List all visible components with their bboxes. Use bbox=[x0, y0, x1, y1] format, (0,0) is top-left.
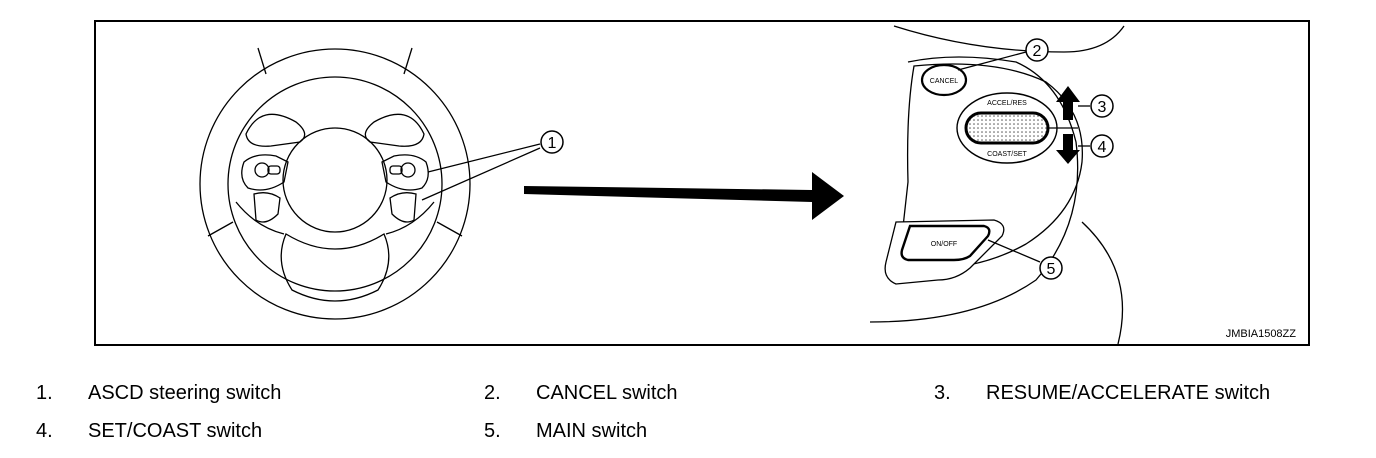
legend-label: MAIN switch bbox=[536, 420, 648, 442]
svg-text:ON/OFF: ON/OFF bbox=[931, 241, 957, 248]
callout-1: 1 bbox=[540, 130, 564, 154]
figure-code: JMBIA1508ZZ bbox=[1225, 328, 1296, 340]
legend-label: ASCD steering switch bbox=[88, 382, 282, 404]
svg-text:3: 3 bbox=[1098, 99, 1107, 116]
svg-text:CANCEL: CANCEL bbox=[930, 78, 959, 85]
svg-text:ACCEL/RES: ACCEL/RES bbox=[987, 100, 1027, 107]
switch-closeup bbox=[869, 25, 1125, 344]
callout-4: 4 bbox=[1090, 134, 1114, 158]
arrow-down-icon bbox=[1056, 134, 1080, 164]
arrow-up-icon bbox=[1056, 86, 1080, 120]
svg-text:5: 5 bbox=[1047, 261, 1056, 278]
legend-number: 2. bbox=[484, 382, 501, 404]
legend-label: CANCEL switch bbox=[536, 382, 678, 404]
cancel-switch: CANCEL bbox=[920, 63, 968, 97]
svg-text:1: 1 bbox=[548, 135, 557, 152]
on-off-switch: ON/OFF bbox=[900, 224, 991, 262]
legend-number: 3. bbox=[934, 382, 951, 404]
callout-3: 3 bbox=[1090, 94, 1114, 118]
accel-coast-switch: ACCEL/RES COAST/SET bbox=[956, 92, 1078, 164]
steering-wheel bbox=[199, 47, 541, 320]
legend-number: 5. bbox=[484, 420, 501, 442]
svg-text:2: 2 bbox=[1033, 43, 1042, 60]
svg-text:4: 4 bbox=[1098, 139, 1107, 156]
arrow-right-icon bbox=[524, 172, 844, 220]
diagram-drawing: 1 CANCEL ACCEL/RES COAST/SET bbox=[199, 25, 1125, 344]
callout-5: 5 bbox=[1039, 256, 1063, 280]
leader-lines bbox=[957, 51, 1090, 263]
callout-2: 2 bbox=[1025, 38, 1049, 62]
legend-label: SET/COAST switch bbox=[88, 420, 263, 442]
diagram-frame: 1 CANCEL ACCEL/RES COAST/SET bbox=[94, 20, 1310, 346]
legend-number: 4. bbox=[36, 420, 53, 442]
svg-text:COAST/SET: COAST/SET bbox=[987, 151, 1027, 158]
legend-label: RESUME/ACCELERATE switch bbox=[986, 382, 1271, 404]
legend-number: 1. bbox=[36, 382, 53, 404]
